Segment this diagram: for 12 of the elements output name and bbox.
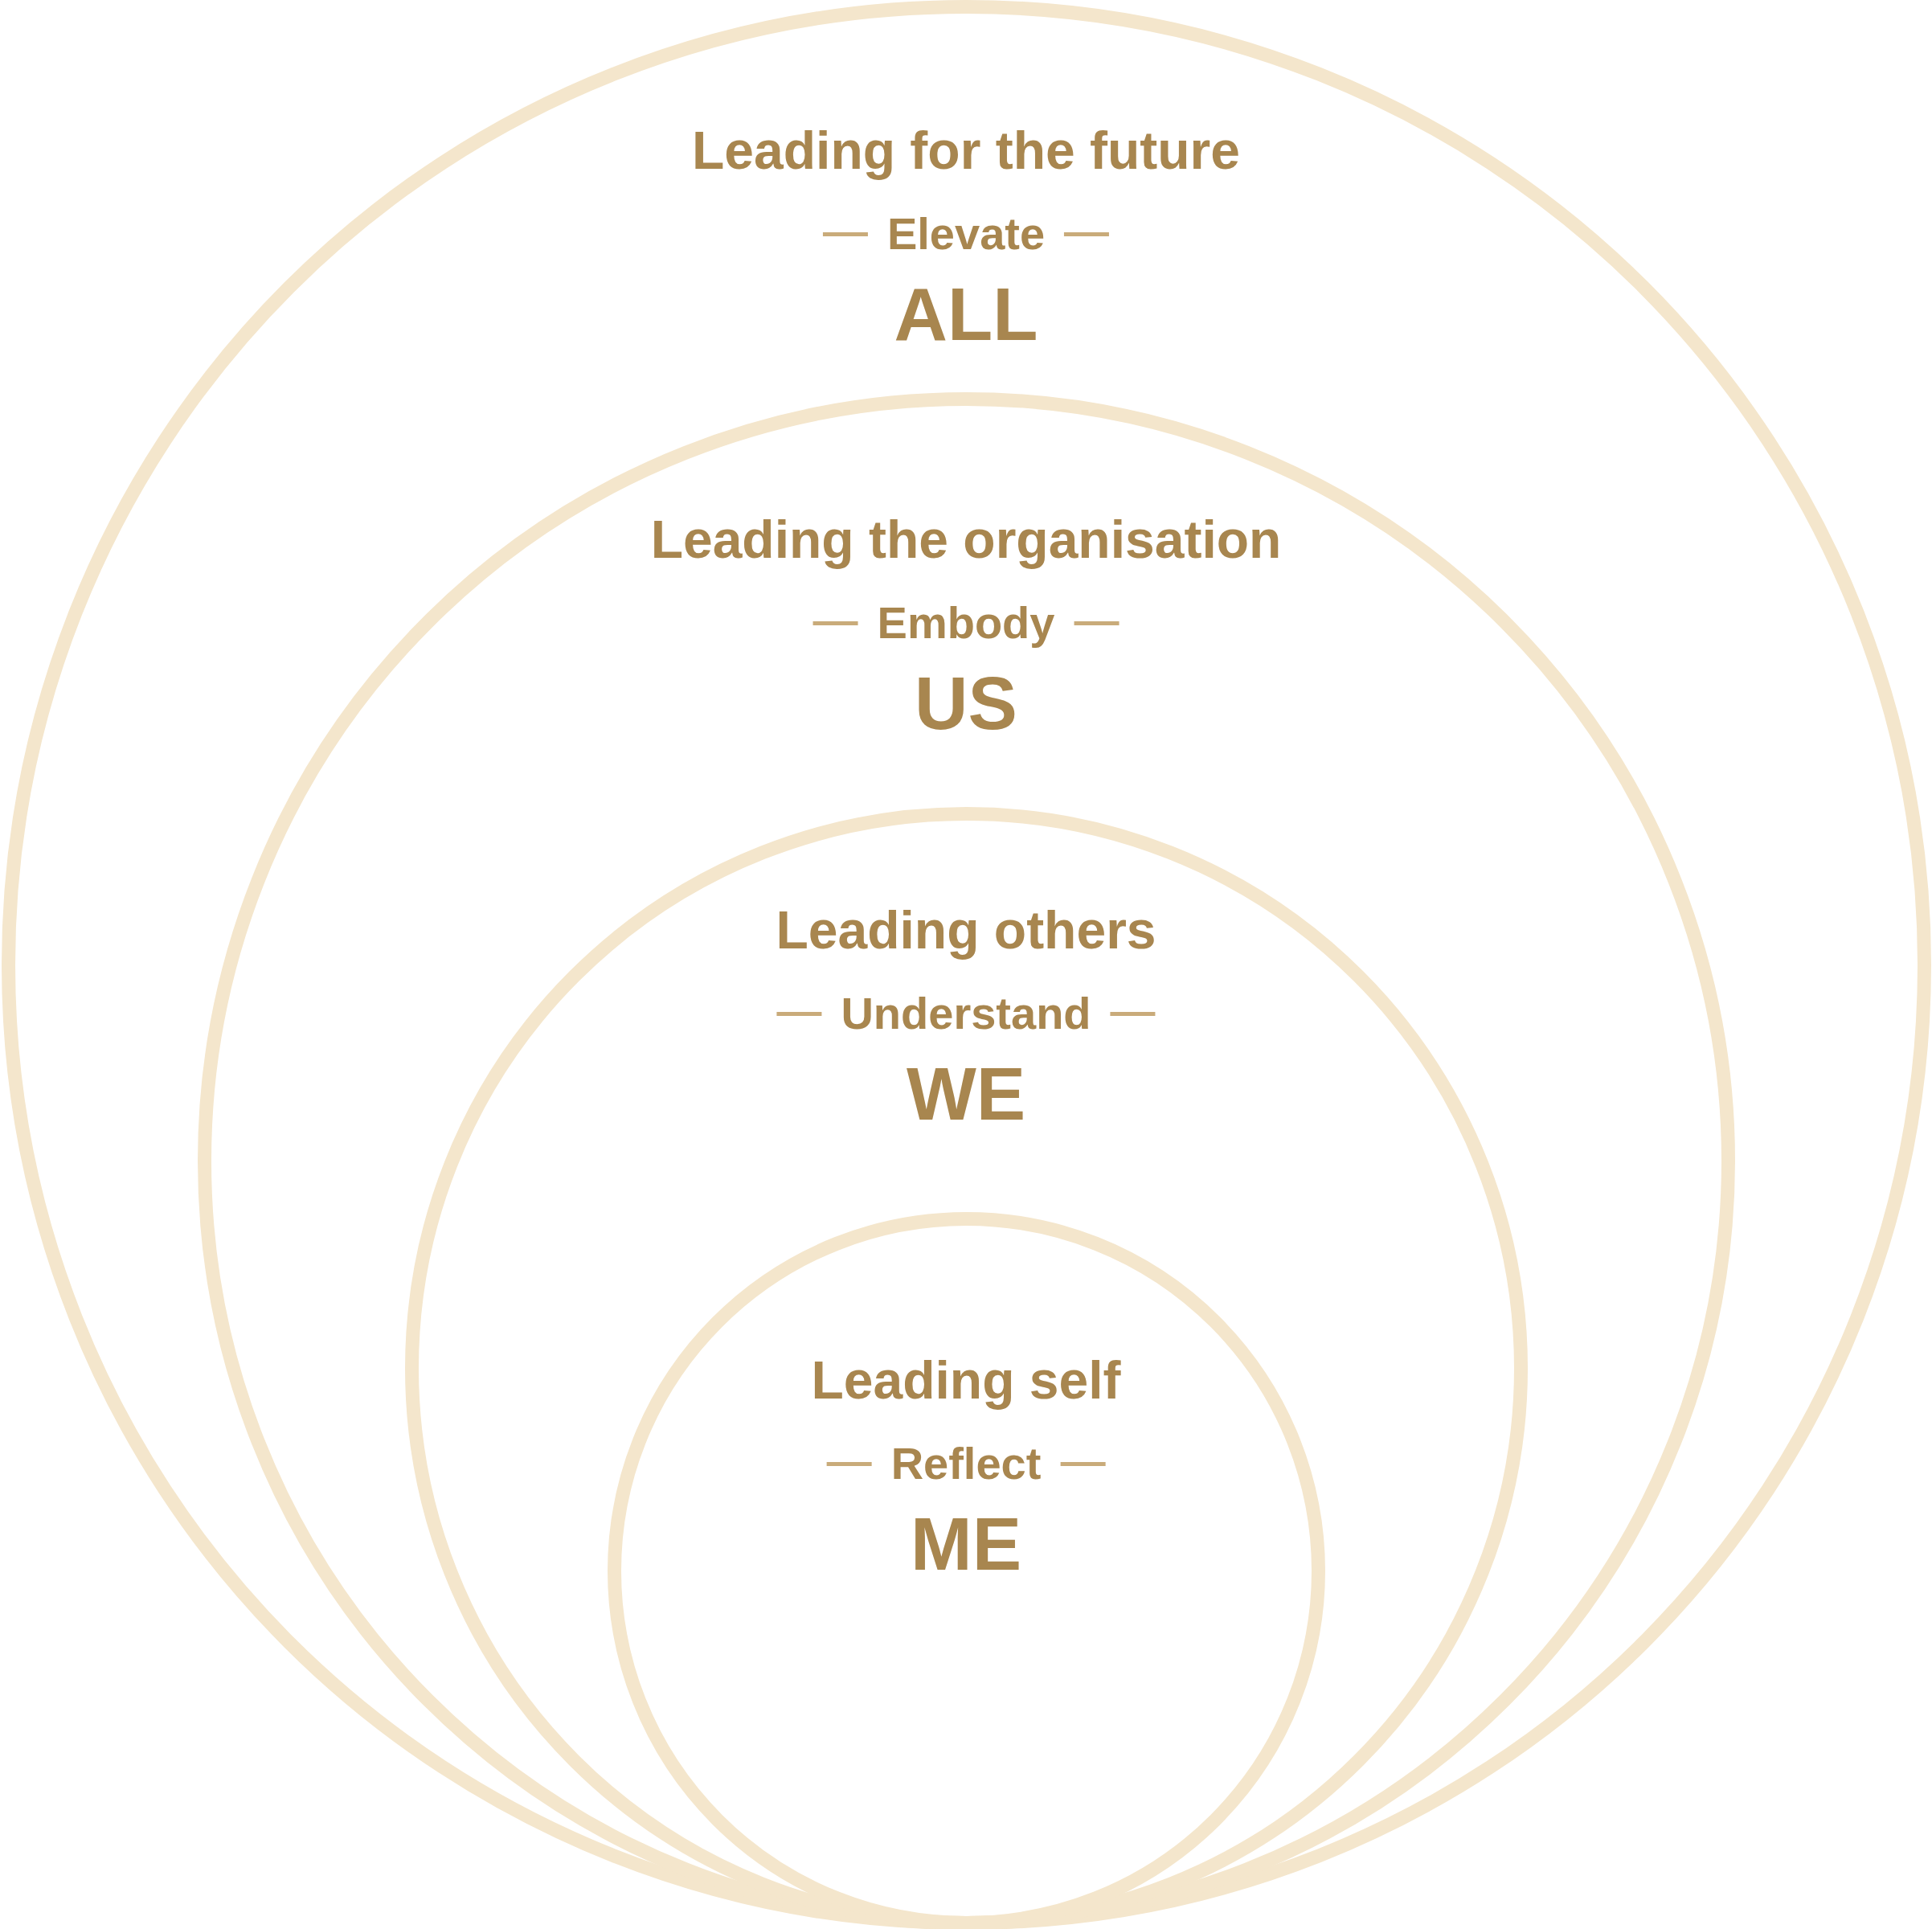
level-title: Leading for the future [692, 120, 1240, 182]
level-verb: Understand [841, 987, 1091, 1040]
level-word: ALL [894, 274, 1038, 354]
level-title: Leading others [776, 899, 1156, 961]
level-title: Leading the organisation [650, 509, 1282, 571]
level-word: ME [911, 1504, 1021, 1584]
level-word: US [915, 663, 1017, 743]
level-verb: Embody [877, 596, 1055, 649]
level-verb: Elevate [886, 207, 1046, 260]
level-title: Leading self [811, 1349, 1121, 1411]
level-verb: Reflect [890, 1437, 1042, 1490]
level-word: WE [906, 1054, 1026, 1134]
